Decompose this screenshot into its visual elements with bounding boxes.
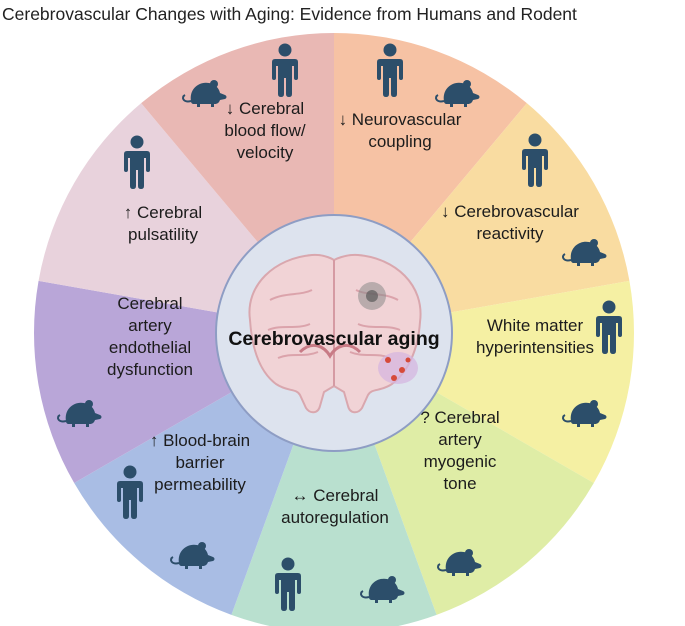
segment-autoregulation [74,392,294,615]
rodent-icon [57,400,102,427]
segment-pulsatility [141,33,334,243]
figure-title: Cerebrovascular Changes with Aging: Evid… [2,4,577,24]
rodent-icon [562,239,607,266]
human-icon [117,465,143,519]
segment-reactivity [436,280,634,483]
rodent-icon [182,80,227,107]
rodent-icon [435,80,480,107]
human-icon [596,300,622,354]
human-icon [275,557,301,611]
human-icon [377,43,403,97]
segment-endothelial [38,103,259,313]
segment-bbb [33,280,232,483]
human-icon [272,43,298,97]
segment-blood-flow [334,33,527,243]
rodent-icon [437,549,482,576]
brain-icon [248,253,422,414]
rodent-icon [360,576,405,603]
human-icon [124,135,150,189]
rodent-icon [562,400,607,427]
center-label: Cerebrovascular aging [228,328,439,350]
segment-white-matter [374,392,594,615]
rodent-icon [170,542,215,569]
human-icon [522,133,548,187]
